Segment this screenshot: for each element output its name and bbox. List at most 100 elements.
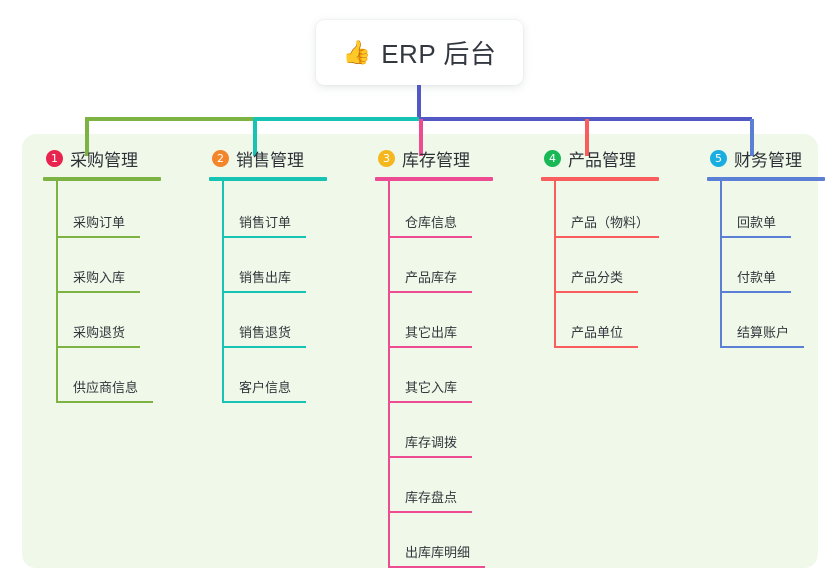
leaf-node-label: 客户信息 <box>239 380 292 395</box>
leaf-node-label: 产品（物料） <box>571 215 650 230</box>
root-node-title: ERP 后台 <box>381 39 497 69</box>
leaf-node-rule <box>388 291 472 293</box>
leaf-node-label: 采购入库 <box>73 270 126 285</box>
leaf-node-label: 其它出库 <box>405 325 458 340</box>
drop-pink <box>419 119 423 156</box>
column-product: 4 产品管理产品（物料） 产品分类产品单位 <box>528 146 659 348</box>
leaf-node-label: 产品单位 <box>571 325 624 340</box>
column-sales: 2 销售管理销售订单销售出库销售退货客户信息 <box>196 146 327 403</box>
leaf-node-rule <box>720 291 791 293</box>
column-title: 产品管理 <box>568 150 636 170</box>
column-number-badge: 2 <box>212 149 229 167</box>
leaf-node[interactable]: 其它出库 <box>388 312 472 348</box>
leaf-node[interactable]: 供应商信息 <box>56 367 153 403</box>
column-title: 销售管理 <box>236 150 304 170</box>
leaf-node-label: 采购订单 <box>73 215 126 230</box>
leaf-node-rule <box>56 401 153 403</box>
leaf-node-label: 销售退货 <box>239 325 292 340</box>
drop-blue <box>750 119 754 156</box>
leaf-node[interactable]: 产品单位 <box>554 312 638 348</box>
column-title: 采购管理 <box>70 150 138 170</box>
leaf-node-rule <box>222 291 306 293</box>
leaf-node-rule <box>222 236 306 238</box>
column-header-sales[interactable]: 2 销售管理 <box>196 146 304 170</box>
leaf-node-rule <box>388 456 472 458</box>
leaf-node[interactable]: 销售退货 <box>222 312 306 348</box>
bus-segment-teal <box>253 117 421 121</box>
leaf-node[interactable]: 销售出库 <box>222 257 306 293</box>
leaf-node[interactable]: 库存调拨 <box>388 422 472 458</box>
column-header-rule <box>707 177 825 181</box>
leaf-node[interactable]: 采购入库 <box>56 257 140 293</box>
leaf-node-label: 回款单 <box>737 215 777 230</box>
column-header-rule <box>43 177 161 181</box>
column-inventory: 3 库存管理仓库信息产品库存其它出库其它入库库存调拨库存盘点出库库明细 <box>362 146 493 568</box>
leaf-node[interactable]: 付款单 <box>720 257 791 293</box>
column-purchasing: 1 采购管理采购订单采购入库采购退货供应商信息 <box>30 146 161 403</box>
column-header-purchasing[interactable]: 1 采购管理 <box>30 146 138 170</box>
leaf-node-rule <box>222 401 306 403</box>
drop-teal <box>253 119 257 156</box>
leaf-node-rule <box>56 346 140 348</box>
leaf-node[interactable]: 回款单 <box>720 202 791 238</box>
column-number-badge: 1 <box>46 149 63 167</box>
leaf-node-rule <box>222 346 306 348</box>
leaf-node[interactable]: 客户信息 <box>222 367 306 403</box>
drop-red <box>585 119 589 156</box>
column-number-badge: 5 <box>710 149 727 167</box>
leaf-node-label: 库存盘点 <box>405 490 458 505</box>
leaf-node[interactable]: 出库库明细 <box>388 532 485 568</box>
column-header-rule <box>375 177 493 181</box>
leaf-node-rule <box>554 236 659 238</box>
leaf-node-label: 销售订单 <box>239 215 292 230</box>
column-title: 库存管理 <box>402 150 470 170</box>
leaf-node[interactable]: 采购订单 <box>56 202 140 238</box>
leaf-node[interactable]: 采购退货 <box>56 312 140 348</box>
column-spine <box>720 181 722 348</box>
leaf-node-rule <box>554 346 638 348</box>
column-number-badge: 3 <box>378 149 395 167</box>
leaf-node[interactable]: 仓库信息 <box>388 202 472 238</box>
leaf-node-rule <box>56 236 140 238</box>
leaf-node-label: 库存调拨 <box>405 435 458 450</box>
leaf-node-rule <box>388 511 472 513</box>
root-node-erp-backend[interactable]: 👍 ERP 后台 <box>316 20 523 85</box>
column-header-rule <box>541 177 659 181</box>
column-header-finance[interactable]: 5 财务管理 <box>694 146 802 170</box>
column-spine <box>388 181 390 568</box>
leaf-node[interactable]: 其它入库 <box>388 367 472 403</box>
leaf-node-label: 产品库存 <box>405 270 458 285</box>
thumbs-up-icon: 👍 <box>342 39 372 65</box>
leaf-node-rule <box>720 236 791 238</box>
column-number-badge: 4 <box>544 149 561 167</box>
leaf-node[interactable]: 产品（物料） <box>554 202 659 238</box>
leaf-node-label: 供应商信息 <box>73 380 139 395</box>
leaf-node-label: 出库库明细 <box>405 545 471 560</box>
column-title: 财务管理 <box>734 150 802 170</box>
leaf-node-rule <box>56 291 140 293</box>
leaf-node-rule <box>388 236 472 238</box>
leaf-node-rule <box>388 401 472 403</box>
column-finance: 5 财务管理回款单付款单结算账户 <box>694 146 825 348</box>
leaf-node-label: 仓库信息 <box>405 215 458 230</box>
leaf-node-rule <box>388 346 472 348</box>
leaf-node-rule <box>388 566 485 568</box>
bus-segment-green <box>85 117 253 121</box>
column-spine <box>554 181 556 348</box>
column-header-inventory[interactable]: 3 库存管理 <box>362 146 470 170</box>
diagram-panel-background <box>22 134 818 568</box>
leaf-node-label: 其它入库 <box>405 380 458 395</box>
leaf-node[interactable]: 销售订单 <box>222 202 306 238</box>
leaf-node-label: 销售出库 <box>239 270 292 285</box>
column-header-rule <box>209 177 327 181</box>
root-stem-connector <box>417 85 421 121</box>
leaf-node[interactable]: 产品分类 <box>554 257 638 293</box>
leaf-node-rule <box>554 291 638 293</box>
leaf-node-label: 产品分类 <box>571 270 624 285</box>
column-header-product[interactable]: 4 产品管理 <box>528 146 636 170</box>
leaf-node[interactable]: 库存盘点 <box>388 477 472 513</box>
leaf-node[interactable]: 产品库存 <box>388 257 472 293</box>
leaf-node[interactable]: 结算账户 <box>720 312 804 348</box>
leaf-node-label: 采购退货 <box>73 325 126 340</box>
